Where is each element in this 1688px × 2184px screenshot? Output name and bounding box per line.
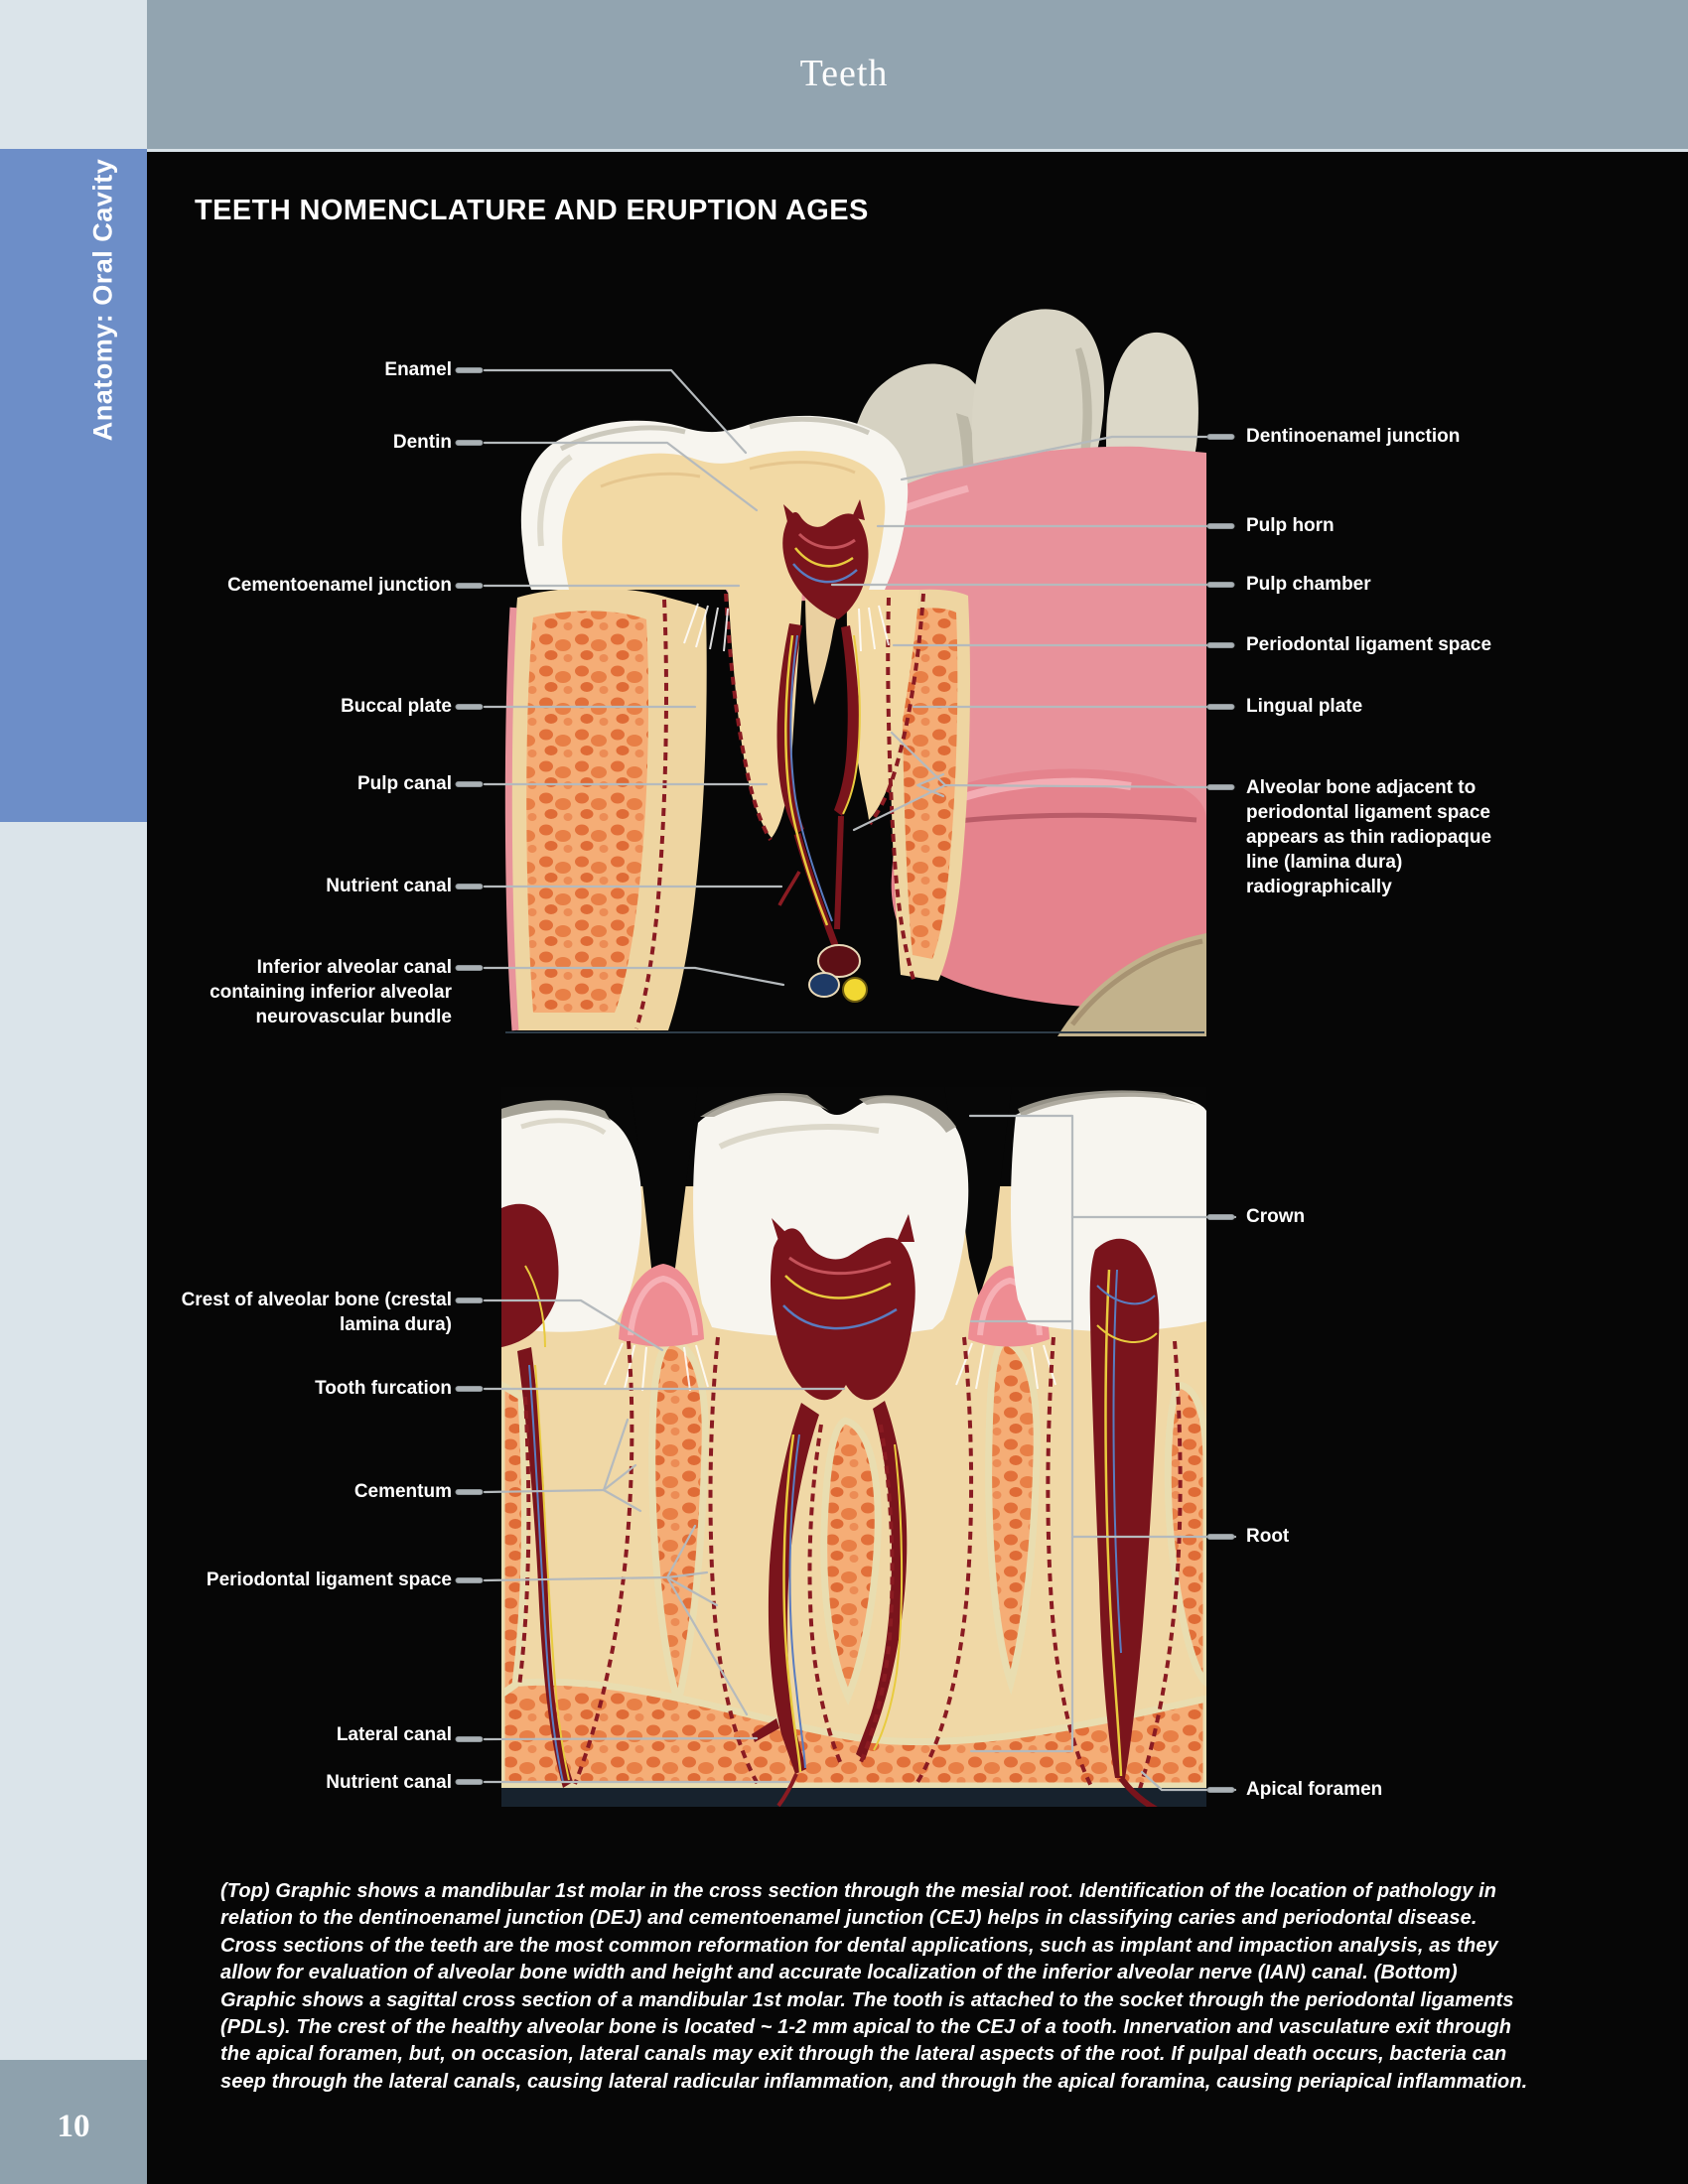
label-line: periodontal ligament space: [1246, 802, 1490, 823]
section-title: TEETH NOMENCLATURE AND ERUPTION AGES: [195, 195, 869, 226]
label-buccal-plate: Buccal plate: [341, 696, 452, 717]
label-line: containing inferior alveolar: [210, 982, 452, 1003]
label-pulp-canal: Pulp canal: [356, 773, 452, 794]
apical-foramen-vessels: [1118, 1776, 1158, 1807]
page-title: Teeth: [799, 53, 889, 94]
label-lingual-plate: Lingual plate: [1246, 696, 1363, 717]
pulp-chamber-and-canals: [776, 499, 869, 947]
page-number-block: [0, 2060, 147, 2184]
label-dentinoenamel-junction: Dentinoenamel junction: [1246, 426, 1461, 447]
label-alveolar-bone-lamina-dura: Alveolar bone adjacent to periodontal li…: [1246, 775, 1491, 899]
label-crest-of-alveolar-bone: Crest of alveolar bone (crestal lamina d…: [182, 1288, 452, 1337]
label-line: Inferior alveolar canal: [256, 957, 452, 978]
label-lateral-canal: Lateral canal: [336, 1724, 452, 1745]
periodontal-ligament-lines: [634, 593, 925, 1029]
caption-bottom-tag: (Bottom): [1373, 1962, 1458, 1984]
figure-bottom-sagittal-section: [501, 1087, 1206, 1807]
chapter-tab: [0, 149, 147, 822]
label-line: Alveolar bone adjacent to: [1246, 777, 1477, 798]
label-pulp-chamber: Pulp chamber: [1246, 574, 1371, 595]
label-apical-foramen: Apical foramen: [1246, 1779, 1383, 1800]
nutrient-canal-vessel: [776, 1773, 798, 1807]
figure-top-molar-cross-section: [504, 309, 1206, 1036]
label-dentin: Dentin: [392, 432, 452, 453]
caption-top-tag: (Top): [220, 1880, 270, 1902]
pulp-chambers-and-root-canals: [501, 1203, 1160, 1788]
page-number: 10: [57, 2109, 90, 2144]
label-periodontal-ligament-space-bottom: Periodontal ligament space: [206, 1570, 452, 1590]
buccal-plate-bone: [504, 588, 707, 1031]
mandible-bone: [1057, 933, 1206, 1036]
label-line: lamina dura): [340, 1314, 452, 1335]
chapter-tab-label: Anatomy: Oral Cavity: [87, 158, 118, 442]
label-tooth-furcation: Tooth furcation: [315, 1378, 452, 1399]
label-line: neurovascular bundle: [255, 1007, 452, 1027]
figure-caption: (Top) Graphic shows a mandibular 1st mol…: [220, 1878, 1533, 2096]
label-line: appears as thin radiopaque: [1246, 827, 1492, 848]
label-cementum: Cementum: [353, 1481, 452, 1502]
page-header: Teeth: [147, 0, 1688, 152]
label-periodontal-ligament-space-top: Periodontal ligament space: [1246, 634, 1492, 655]
label-line: Crest of alveolar bone (crestal: [181, 1290, 452, 1310]
lateral-canal: [752, 1718, 779, 1742]
label-enamel: Enamel: [384, 359, 452, 380]
label-inferior-alveolar-canal: Inferior alveolar canal containing infer…: [210, 955, 452, 1029]
label-pulp-horn: Pulp horn: [1246, 515, 1335, 536]
figure-bottom-edge: [501, 1788, 1206, 1807]
label-root: Root: [1246, 1526, 1290, 1547]
label-nutrient-canal-bottom: Nutrient canal: [326, 1772, 452, 1793]
label-crown: Crown: [1246, 1206, 1306, 1227]
label-cementoenamel-junction: Cementoenamel junction: [227, 575, 452, 596]
label-line: line (lamina dura): [1246, 852, 1403, 873]
caption-bottom-text: Graphic shows a sagittal cross section o…: [220, 1988, 1528, 2093]
inferior-alveolar-neurovascular-bundle: [808, 944, 868, 1003]
label-nutrient-canal-top: Nutrient canal: [326, 876, 452, 896]
lamina-dura-fringe: [683, 603, 890, 652]
caption-top-text: Graphic shows a mandibular 1st molar in …: [220, 1880, 1498, 1984]
label-line: radiographically: [1246, 877, 1392, 897]
